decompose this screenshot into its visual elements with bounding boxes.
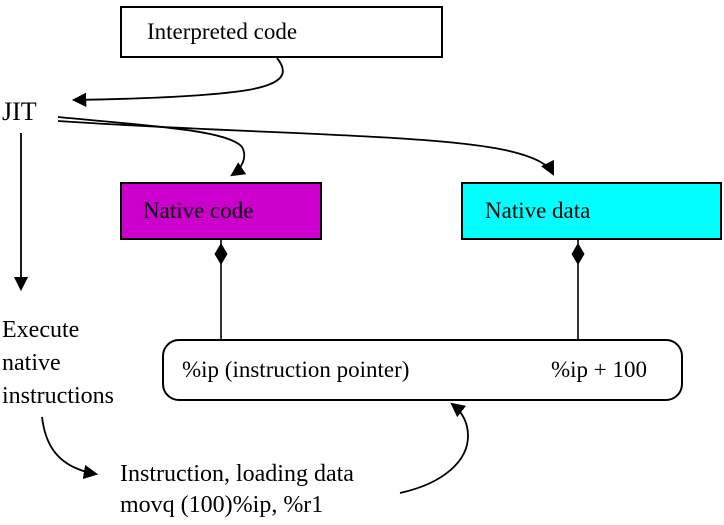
arrow-jit-to-native-data-curve — [57, 120, 554, 176]
native-code-box: Native code — [120, 182, 322, 240]
interpreted-code-label: Interpreted code — [147, 19, 298, 44]
interpreted-code-box: Interpreted code — [120, 6, 443, 58]
arrow-execute-to-instruction-curve — [41, 416, 99, 480]
arrow-instruction-to-pointer-curve — [399, 402, 469, 494]
diamond-native-data-connector — [571, 243, 585, 265]
instruction-pointer-left-label: %ip (instruction pointer) — [182, 357, 410, 382]
execute-label-line3: instructions — [2, 383, 114, 409]
arrow-jit-to-native-code-curve — [57, 116, 247, 177]
native-data-label: Native data — [485, 198, 591, 223]
instruction-label-line2: movq (100)%ip, %r1 — [120, 492, 324, 518]
arrow-interpreted-to-jit-curve — [71, 57, 284, 107]
instruction-label-line1: Instruction, loading data — [120, 461, 354, 487]
diamond-native-code-connector — [214, 243, 228, 265]
execute-native-instructions-label: Execute native instructions — [2, 314, 114, 413]
instruction-pointer-right-label: %ip + 100 — [550, 357, 647, 382]
execute-label-line1: Execute — [2, 317, 80, 343]
instruction-loading-label: Instruction, loading data movq (100)%ip,… — [120, 459, 354, 521]
native-data-box: Native data — [461, 182, 722, 240]
instruction-pointer-box: %ip (instruction pointer) %ip + 100 — [162, 339, 683, 401]
jit-label: JIT — [2, 97, 37, 126]
execute-label-line2: native — [2, 350, 61, 376]
native-code-label: Native code — [143, 198, 254, 223]
